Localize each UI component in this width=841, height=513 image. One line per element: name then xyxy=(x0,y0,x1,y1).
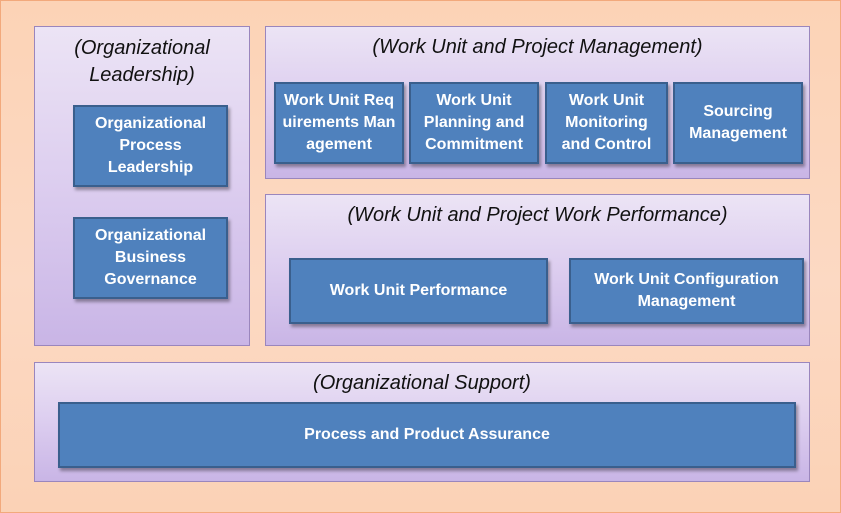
sourcing-management-box: Sourcing Management xyxy=(673,82,803,164)
leadership-panel: (Organizational Leadership) Organization… xyxy=(34,26,250,346)
organizational-business-governance-box: Organizational Business Governance xyxy=(73,217,228,299)
configuration-management-box: Work Unit Configuration Management xyxy=(569,258,804,324)
support-title: (Organizational Support) xyxy=(313,372,531,394)
box-label: Organizational Business Governance xyxy=(94,227,207,288)
monitoring-and-control-box: Work Unit Monitoring and Control xyxy=(545,82,668,164)
box-label: Process and Product Assurance xyxy=(304,426,550,443)
box-label: Work Unit Requirements Management xyxy=(282,92,396,153)
leadership-title: (Organizational Leadership) xyxy=(74,37,210,86)
box-label: Work Unit Configuration Management xyxy=(594,271,779,310)
requirements-management-box: Work Unit Requirements Management xyxy=(274,82,404,164)
box-label: Organizational Process Leadership xyxy=(94,115,207,176)
management-title: (Work Unit and Project Management) xyxy=(372,36,703,58)
support-panel: (Organizational Support) Process and Pro… xyxy=(34,362,810,482)
planning-and-commitment-box: Work Unit Planning and Commitment xyxy=(409,82,539,164)
performance-title: (Work Unit and Project Work Performance) xyxy=(347,204,728,226)
work-unit-performance-box: Work Unit Performance xyxy=(289,258,548,324)
performance-panel: (Work Unit and Project Work Performance)… xyxy=(265,194,810,346)
organizational-process-leadership-box: Organizational Process Leadership xyxy=(73,105,228,187)
box-label: Work Unit Planning and Commitment xyxy=(423,92,525,153)
box-label: Work Unit Performance xyxy=(329,282,508,299)
management-panel: (Work Unit and Project Management) Work … xyxy=(265,26,810,179)
box-label: Sourcing Management xyxy=(689,103,787,142)
box-label: Work Unit Monitoring and Control xyxy=(561,92,652,153)
process-and-product-assurance-box: Process and Product Assurance xyxy=(58,402,796,468)
